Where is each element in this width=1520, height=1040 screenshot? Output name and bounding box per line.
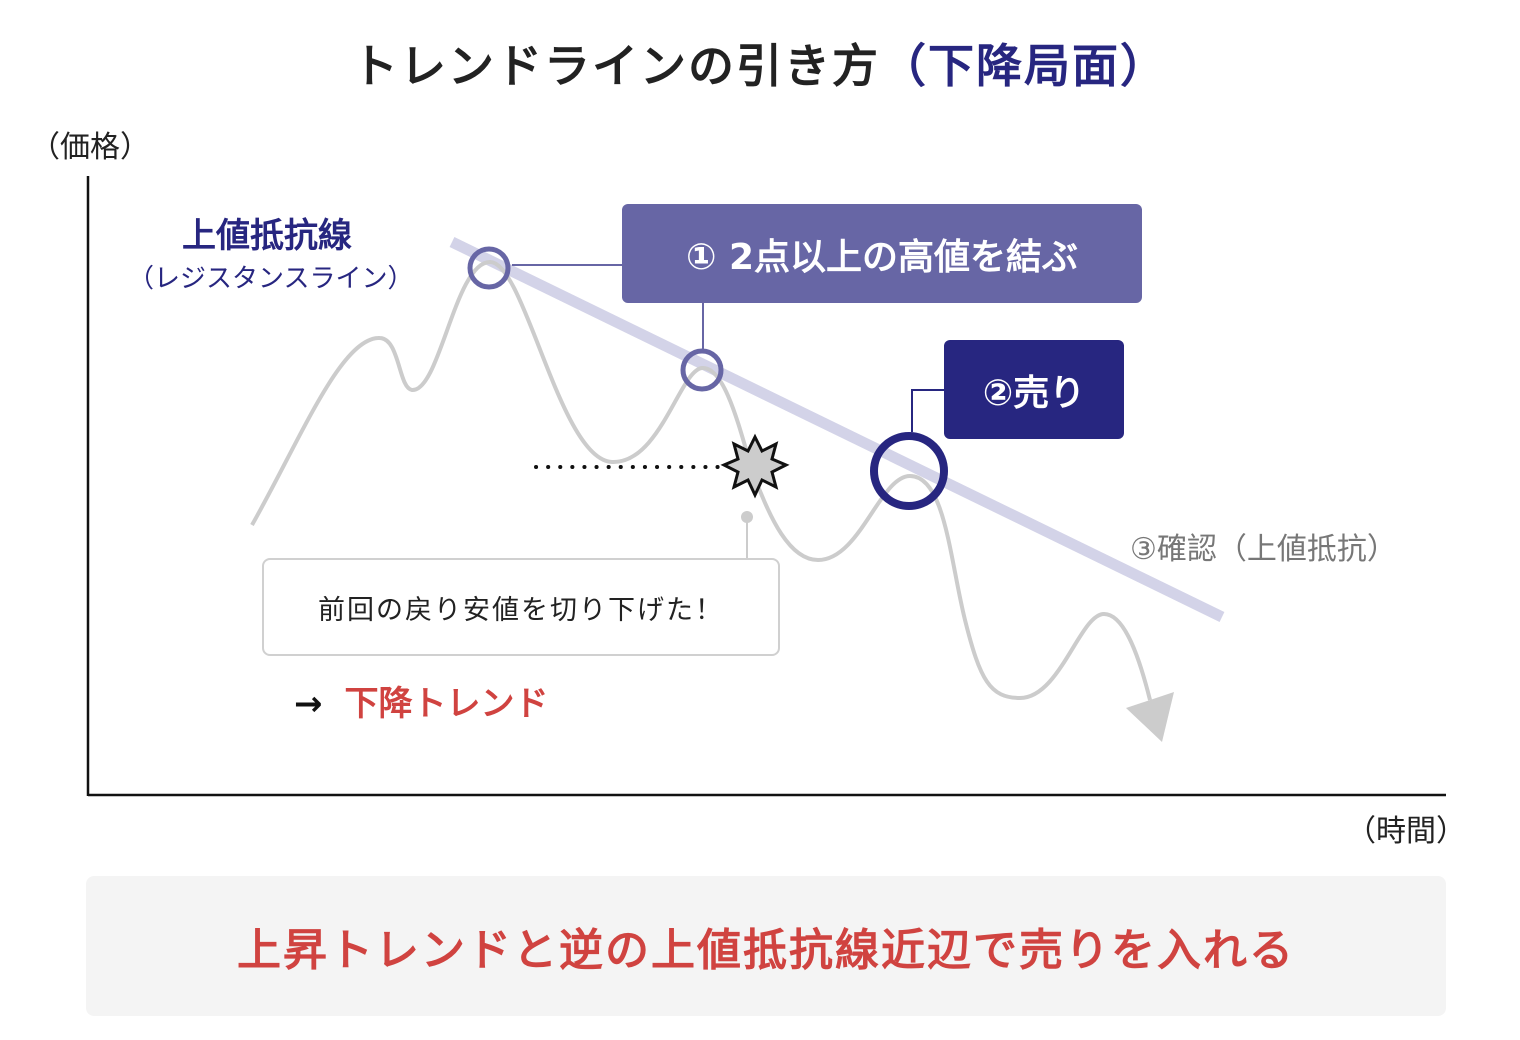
y-axis-label: （価格） — [30, 130, 150, 165]
step2-label: ②売り — [982, 372, 1086, 414]
step2-box: ②売り — [944, 340, 1124, 439]
sell-point — [870, 432, 948, 510]
right-arrow-icon: → — [294, 684, 323, 724]
step3-label: ③確認（上値抵抗） — [1130, 532, 1397, 567]
connector-sell — [911, 389, 944, 432]
resistance-title: 上値抵抗線 — [182, 216, 352, 256]
note-text: 前回の戻り安値を切り下げた！ — [318, 594, 724, 626]
burst-icon — [720, 433, 790, 499]
page-title: トレンドラインの引き方（下降局面） — [0, 30, 1520, 96]
summary-text: 上昇トレンドと逆の上値抵抗線近辺で売りを入れる — [237, 925, 1295, 976]
high-point-1 — [467, 246, 511, 290]
x-axis-label: （時間） — [1346, 814, 1466, 849]
step1-box: ① 2点以上の高値を結ぶ — [622, 204, 1142, 303]
downtrend-label: → 下降トレンド — [294, 676, 549, 725]
price-line — [250, 259, 1152, 701]
summary-box: 上昇トレンドと逆の上値抵抗線近辺で売りを入れる — [86, 876, 1446, 1016]
resistance-subtitle: （レジスタンスライン） — [128, 264, 414, 294]
note-box: 前回の戻り安値を切り下げた！ — [262, 558, 780, 656]
downtrend-text: 下降トレンド — [344, 684, 549, 724]
resistance-line — [449, 237, 1225, 622]
title-main: トレンドラインの引き方 — [352, 39, 880, 93]
high-point-2 — [680, 348, 724, 392]
step1-label: ① 2点以上の高値を結ぶ — [685, 236, 1079, 278]
title-accent: （下降局面） — [880, 39, 1168, 93]
arrow-down-icon — [1126, 692, 1174, 742]
